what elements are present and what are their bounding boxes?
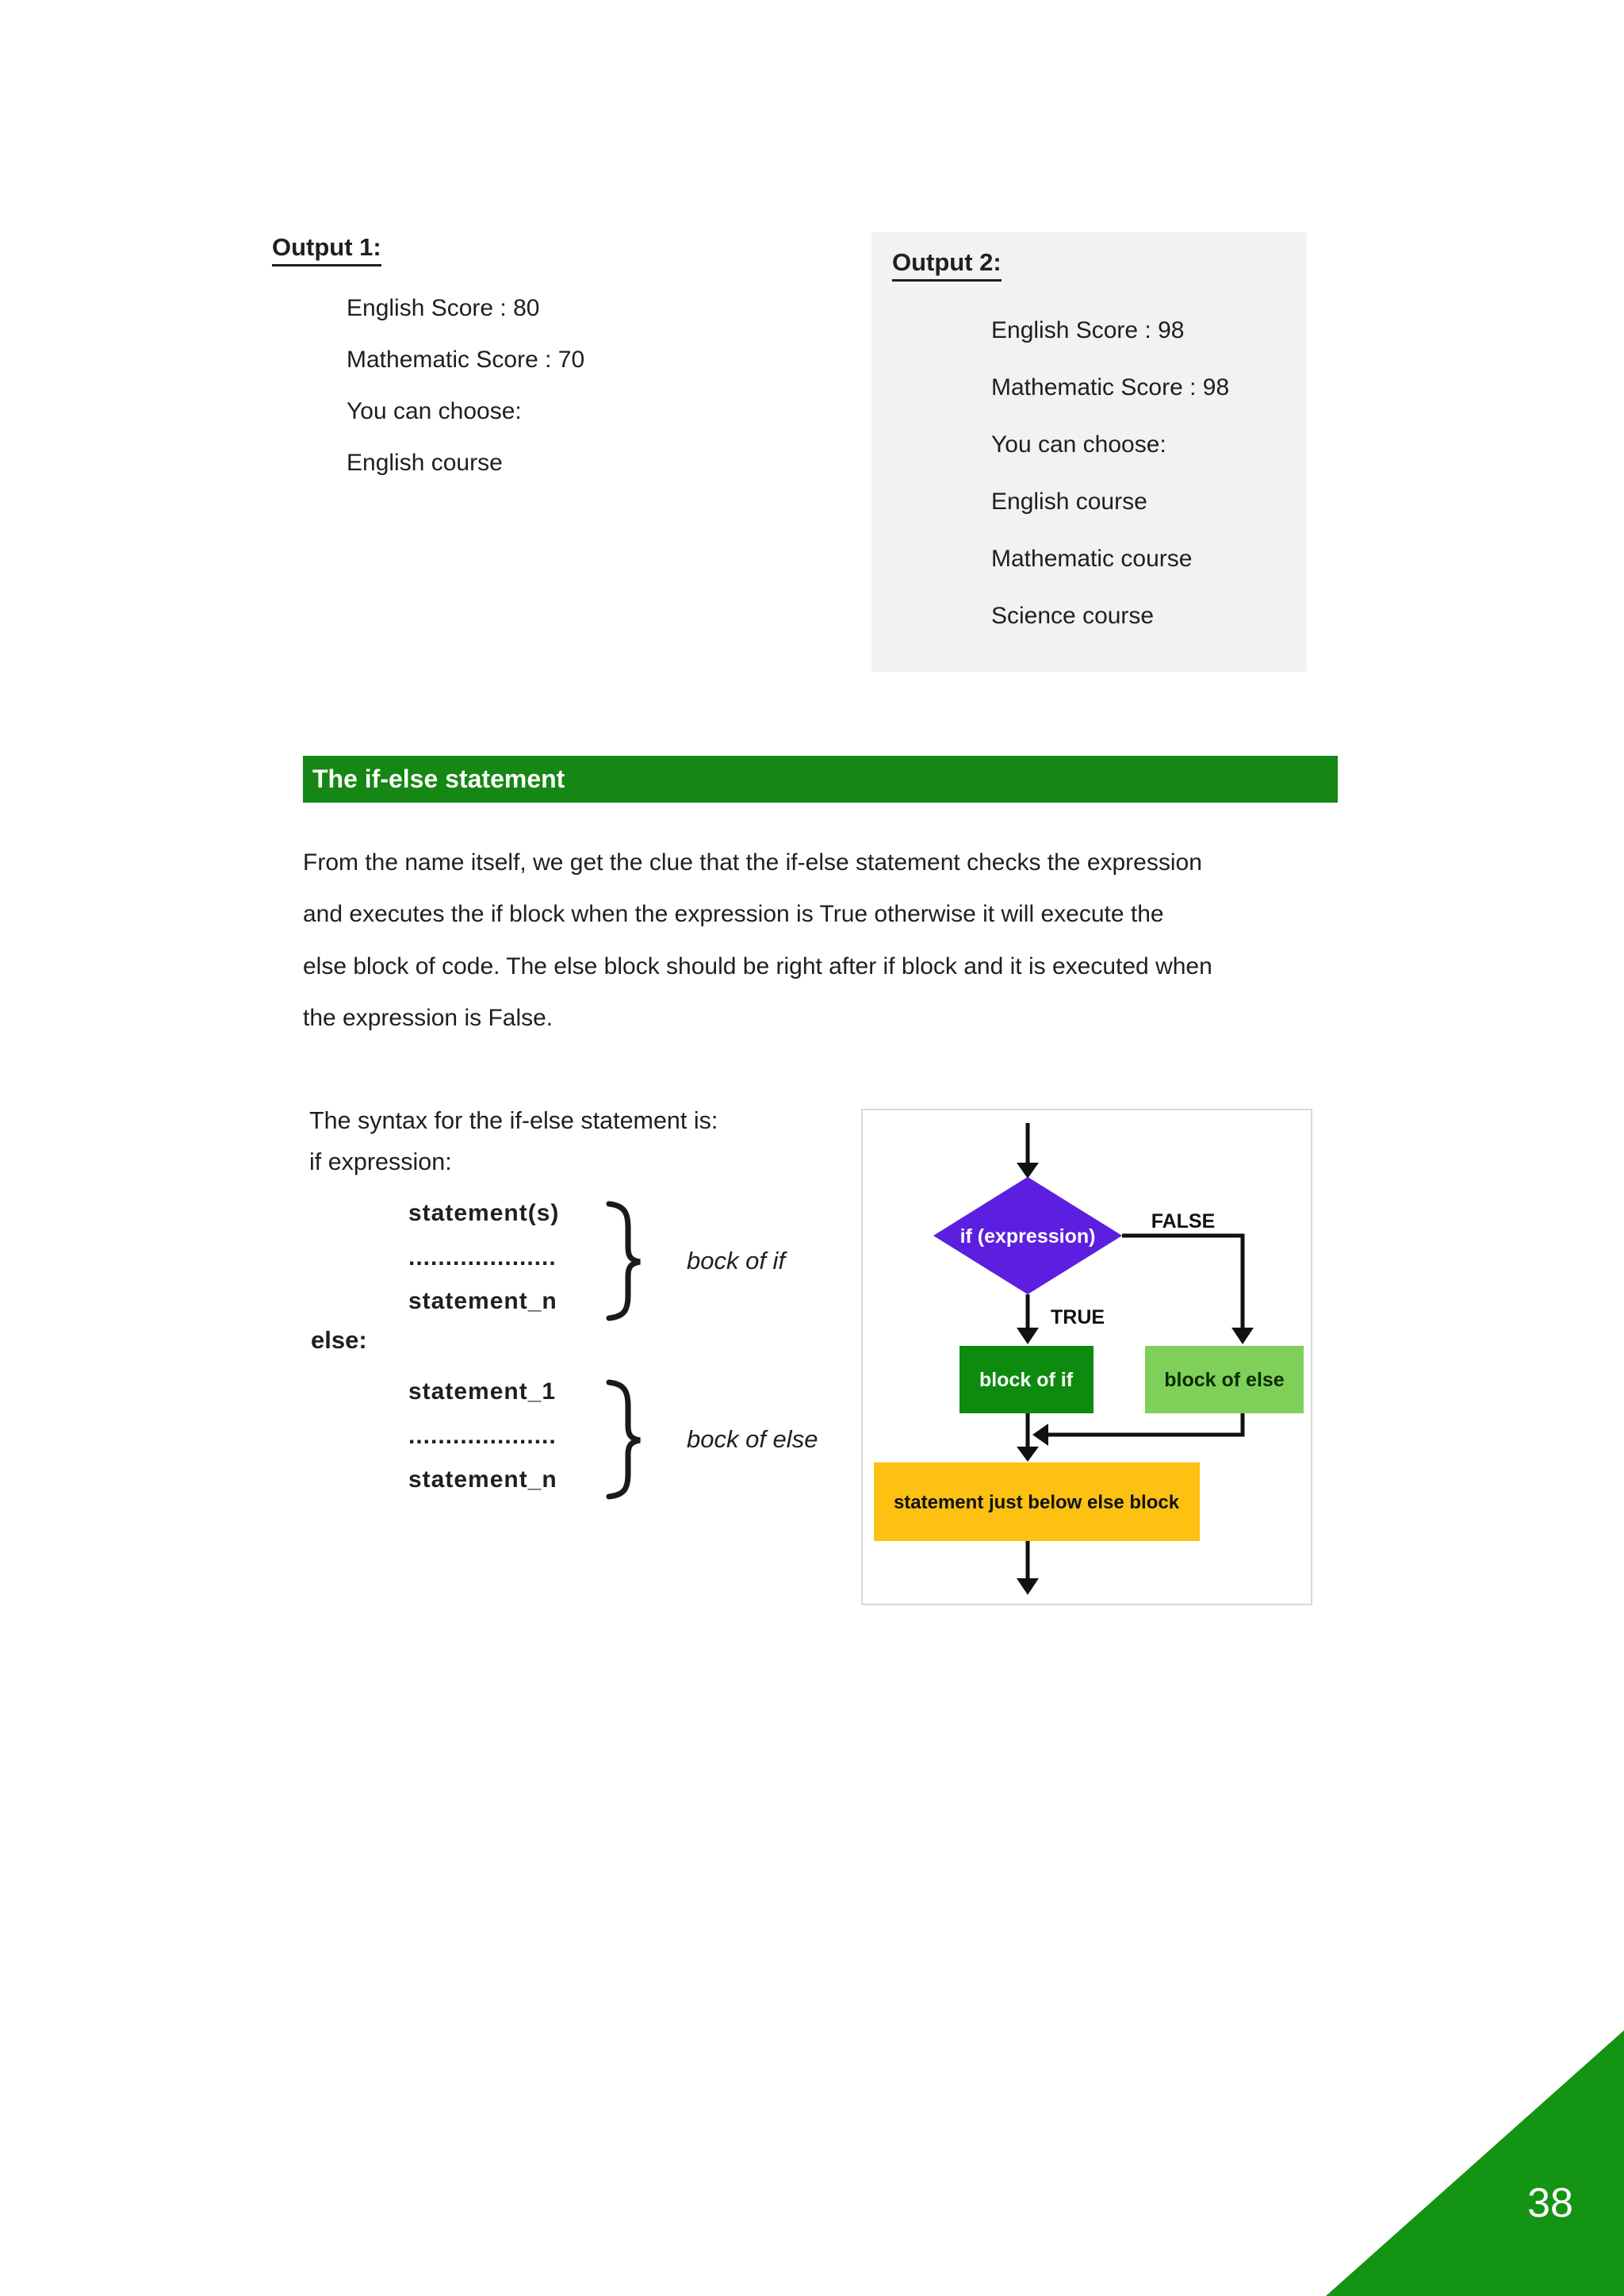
output-line: English Score : 80 — [347, 295, 540, 321]
true-label: TRUE — [1051, 1306, 1105, 1328]
syntax-intro: The syntax for the if-else statement is: — [309, 1107, 718, 1134]
output2-title: Output 2: — [892, 248, 1002, 282]
if-else-flowchart: if (expression) FALSE TRUE block of if b… — [861, 1109, 1312, 1605]
statement-line: statement_1 — [408, 1378, 557, 1405]
true-arrowhead — [1017, 1328, 1039, 1344]
block-of-else-label: block of else — [1164, 1369, 1285, 1391]
body-paragraph: From the name itself, we get the clue th… — [303, 837, 1342, 1045]
section-title: The if-else statement — [312, 765, 565, 793]
if-brace-label: bock of if — [687, 1247, 786, 1274]
block-of-if-box — [959, 1346, 1094, 1413]
merge-arrowhead-left — [1032, 1424, 1048, 1446]
output-line: English Score : 98 — [991, 317, 1185, 343]
paragraph-line: the expression is False. — [303, 1005, 553, 1032]
statement-line: statement(s) — [408, 1200, 560, 1226]
output1-block: Output 1: English Score : 80 Mathematic … — [272, 233, 584, 476]
output-line: English course — [347, 450, 503, 476]
block-of-if-label: block of if — [979, 1369, 1074, 1391]
output1-lines: English Score : 80 Mathematic Score : 70… — [347, 282, 584, 489]
output2-block: Output 2: English Score : 98 Mathematic … — [871, 232, 1307, 672]
output-line: You can choose: — [991, 431, 1166, 458]
else-brace-label: bock of else — [687, 1425, 818, 1453]
statement-line: statement_n — [408, 1288, 557, 1314]
syntax-if-line: if expression: — [309, 1148, 452, 1175]
output-line: Mathematic Score : 98 — [991, 374, 1230, 401]
false-label: FALSE — [1151, 1210, 1216, 1232]
else-block-brace — [606, 1379, 641, 1500]
output-line: You can choose: — [347, 398, 522, 424]
paragraph-line: else block of code. The else block shoul… — [303, 953, 1212, 979]
flowchart-canvas: if (expression) FALSE TRUE block of if b… — [874, 1123, 1304, 1595]
corner-triangle — [1326, 2030, 1624, 2296]
if-block-brace — [606, 1201, 641, 1321]
else-block-statements: statement_1 .................... stateme… — [408, 1370, 557, 1502]
page-number: 38 — [1527, 2180, 1573, 2226]
entry-arrowhead — [1017, 1163, 1039, 1179]
output-line: Mathematic Score : 70 — [347, 347, 585, 373]
decision-diamond — [933, 1177, 1122, 1294]
false-branch-line — [1122, 1233, 1245, 1329]
false-arrowhead — [1231, 1328, 1254, 1344]
output-line: Mathematic course — [991, 546, 1193, 572]
exit-arrowhead — [1017, 1578, 1039, 1595]
paragraph-line: and executes the if block when the expre… — [303, 901, 1164, 928]
statement-line: .................... — [408, 1244, 557, 1271]
statement-line: statement_n — [408, 1466, 557, 1493]
if-block-statements: statement(s) .................... statem… — [408, 1191, 559, 1324]
statement-below-box — [874, 1462, 1200, 1541]
statement-line: .................... — [408, 1422, 557, 1449]
paragraph-line: From the name itself, we get the clue th… — [303, 849, 1202, 876]
syntax-else-line: else: — [311, 1326, 367, 1354]
merge-line-from-else — [1048, 1413, 1245, 1437]
diamond-label: if (expression) — [960, 1225, 1096, 1248]
statement-below-label: statement just below else block — [894, 1492, 1180, 1513]
output2-lines: English Score : 98 Mathematic Score : 98… — [991, 302, 1229, 645]
section-header-bar: The if-else statement — [303, 756, 1338, 803]
merge-arrowhead-down — [1017, 1447, 1039, 1462]
block-of-else-box — [1145, 1346, 1304, 1413]
output-line: Science course — [991, 603, 1155, 629]
output1-title: Output 1: — [272, 233, 381, 266]
output-line: English course — [991, 489, 1147, 515]
